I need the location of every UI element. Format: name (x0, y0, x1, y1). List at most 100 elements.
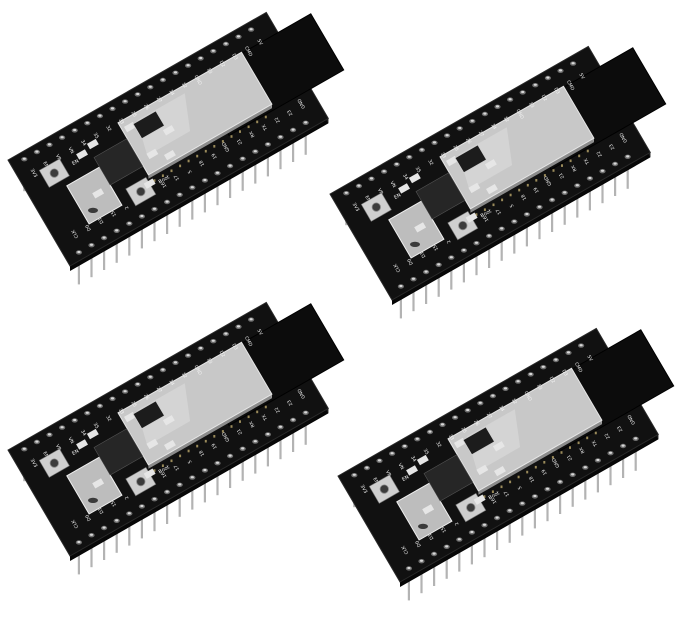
pin-label: RX (248, 420, 256, 428)
en-button (49, 168, 59, 178)
pin (191, 193, 194, 220)
pin-label: 22 (274, 406, 282, 414)
pin-label: 5 (187, 169, 194, 175)
pin-label: 33 (439, 151, 447, 159)
pin-label: VN (67, 146, 75, 155)
pin-label: GND (296, 387, 307, 400)
pin (241, 164, 244, 191)
pin-label: VN (397, 462, 405, 471)
boot-button (466, 503, 476, 513)
pin-label: 12 (180, 81, 188, 89)
pin-label: 15 (432, 243, 440, 251)
pin-label: VP (384, 469, 392, 477)
pin (140, 512, 143, 539)
pin-label: D0 (406, 257, 414, 266)
pin-label: 35 (422, 448, 430, 456)
pin-label: D2 (218, 60, 226, 69)
pin-label: 3V3 (351, 202, 361, 213)
en-button (371, 202, 381, 212)
pin-label: EN (363, 195, 371, 203)
pin-label: 13 (535, 383, 543, 391)
pin-label: 35 (414, 166, 422, 174)
pin (634, 444, 637, 471)
pin-label: D2 (540, 94, 548, 103)
pin (500, 234, 503, 261)
pin-label: GND (193, 74, 204, 87)
pin (614, 170, 617, 196)
pin-label: 34 (79, 429, 87, 437)
pin-label: 21 (236, 137, 244, 145)
pin-label: 5V (256, 328, 265, 337)
pin (525, 220, 528, 247)
pin (533, 502, 536, 529)
button-label: Boot (488, 490, 501, 501)
pin (462, 256, 465, 283)
pin-label: 34 (79, 139, 87, 147)
pin-label: CMD (243, 45, 254, 58)
pin-label: 12 (510, 397, 518, 405)
boot-button (136, 477, 146, 487)
pin-label: 26 (142, 393, 150, 401)
pin-label: 15 (440, 525, 448, 533)
pin-label: GND (193, 364, 204, 377)
pin-label: 17 (173, 173, 181, 181)
button-label: EN (393, 192, 402, 201)
pin (576, 191, 579, 218)
pin-label: 13 (527, 101, 535, 109)
pin-label: VP (376, 187, 384, 195)
pin (546, 495, 549, 522)
pin (626, 162, 629, 189)
boot-button (136, 187, 146, 197)
pin (115, 236, 118, 263)
pin (229, 462, 232, 488)
pin-label: 33 (117, 407, 125, 415)
pin (445, 552, 448, 579)
pin-label: 19 (541, 468, 549, 476)
pin-label: 33 (447, 433, 455, 441)
pin (496, 524, 499, 550)
pin-label: EN (371, 477, 379, 485)
pin-label: 14 (497, 405, 505, 413)
pin (407, 574, 410, 601)
pin-label: GND (543, 174, 554, 187)
pin (470, 538, 473, 565)
pin-label: 25 (130, 110, 138, 118)
en-button (379, 484, 389, 494)
pin-label: 5 (509, 203, 516, 209)
pin-label: 19 (211, 152, 219, 160)
pin-label: 35 (92, 132, 100, 140)
pin (153, 215, 156, 242)
pin-label: 12 (180, 371, 188, 379)
pin-label: 25 (452, 144, 460, 152)
pin-label: EN (41, 451, 49, 459)
voltage-regulator (132, 110, 166, 140)
pin-label: 17 (495, 207, 503, 215)
pin-label: D1 (97, 216, 105, 225)
pin (178, 490, 181, 517)
pin-label: D3 (230, 53, 238, 62)
pin-label: 23 (616, 425, 624, 433)
pin-label: 16 (160, 471, 168, 479)
pin (254, 157, 257, 184)
pin-label: 14 (167, 379, 175, 387)
pin-label: VN (389, 180, 397, 189)
pin (115, 526, 118, 553)
pin (166, 208, 169, 234)
pin-label: 32 (104, 415, 112, 423)
pin-label: TX (261, 413, 270, 422)
pin (304, 128, 307, 155)
pin (216, 179, 219, 206)
pin-label: 2 (454, 521, 461, 527)
pin-label: 13 (205, 67, 213, 75)
pin (203, 476, 206, 503)
pin-label: TX (583, 157, 592, 166)
button-label: EN (71, 158, 80, 167)
pin (216, 469, 219, 496)
pin (203, 186, 206, 213)
